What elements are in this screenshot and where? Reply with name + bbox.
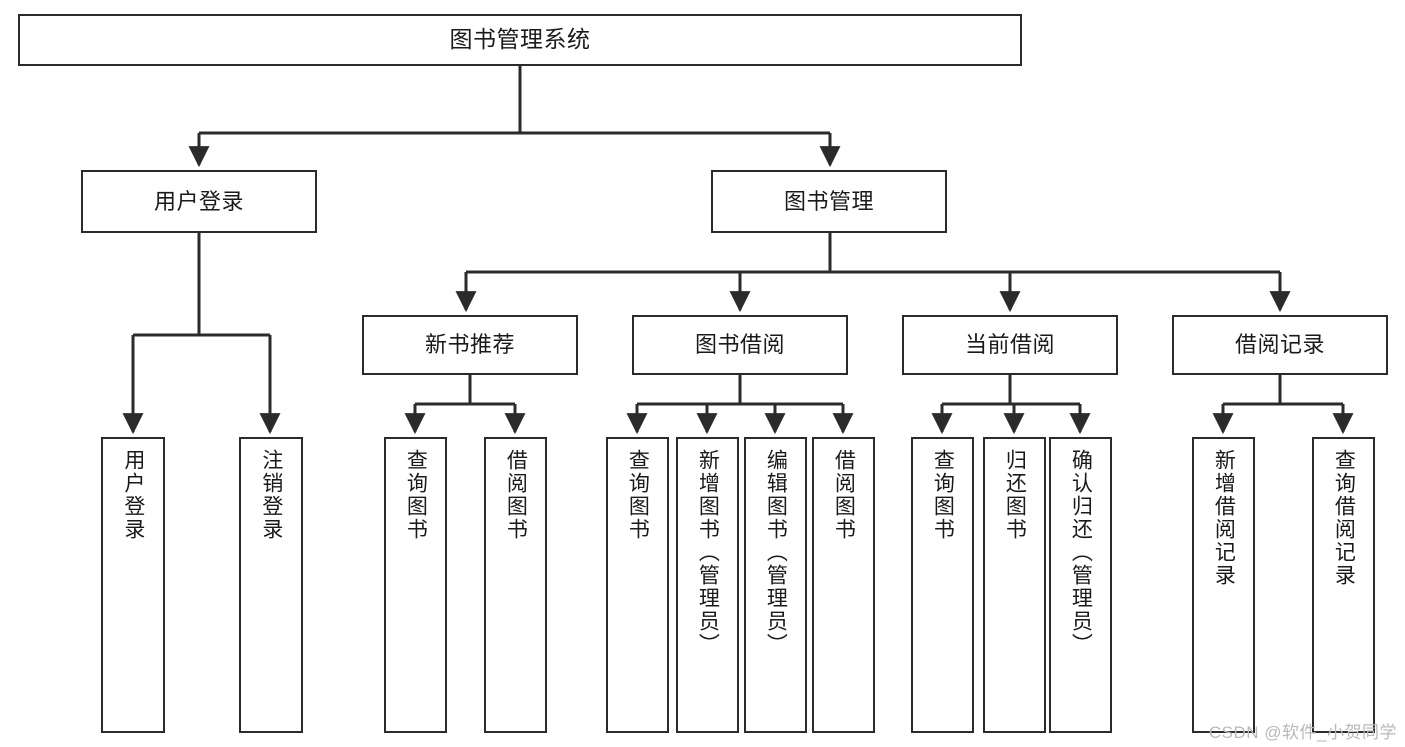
node-label: 确认归还（管理员） <box>1069 449 1093 656</box>
node-book-borrow[interactable]: 图书借阅 <box>632 315 848 375</box>
leaf-borrow-borrow-book[interactable]: 借阅图书 <box>812 437 875 733</box>
node-label: 图书管理 <box>783 188 874 214</box>
leaf-record-add-borrow-record[interactable]: 新增借阅记录 <box>1192 437 1255 733</box>
node-label: 新增图书（管理员） <box>696 449 720 656</box>
csdn-watermark: CSDN @软件_小贺同学 <box>1208 723 1397 742</box>
node-borrow-record[interactable]: 借阅记录 <box>1172 315 1388 375</box>
node-label: 用户登录 <box>153 188 244 214</box>
node-root-book-management-system[interactable]: 图书管理系统 <box>18 14 1022 66</box>
node-label: 查询图书 <box>626 449 650 541</box>
node-label: 图书管理系统 <box>449 26 591 53</box>
node-label: 查询图书 <box>931 449 955 541</box>
node-label: 借阅图书 <box>832 449 856 541</box>
leaf-logout[interactable]: 注销登录 <box>239 437 303 733</box>
leaf-borrow-add-book-admin[interactable]: 新增图书（管理员） <box>676 437 739 733</box>
node-new-book-recommend[interactable]: 新书推荐 <box>362 315 578 375</box>
node-current-borrow[interactable]: 当前借阅 <box>902 315 1118 375</box>
node-book-management[interactable]: 图书管理 <box>711 170 947 233</box>
node-label: 注销登录 <box>259 449 283 541</box>
leaf-borrow-query-book[interactable]: 查询图书 <box>606 437 669 733</box>
leaf-borrow-edit-book-admin[interactable]: 编辑图书（管理员） <box>744 437 807 733</box>
node-label: 归还图书 <box>1003 449 1027 541</box>
node-label: 新书推荐 <box>424 332 515 358</box>
node-label: 查询借阅记录 <box>1332 449 1356 587</box>
leaf-current-confirm-return-admin[interactable]: 确认归还（管理员） <box>1049 437 1112 733</box>
node-label: 编辑图书（管理员） <box>764 449 788 656</box>
leaf-current-return-book[interactable]: 归还图书 <box>983 437 1046 733</box>
node-label: 新增借阅记录 <box>1212 449 1236 587</box>
leaf-record-query-borrow-record[interactable]: 查询借阅记录 <box>1312 437 1375 733</box>
node-label: 借阅图书 <box>504 449 528 541</box>
node-label: 借阅记录 <box>1234 332 1325 358</box>
node-label: 图书借阅 <box>694 332 785 358</box>
node-user-login[interactable]: 用户登录 <box>81 170 317 233</box>
leaf-new-book-borrow-book[interactable]: 借阅图书 <box>484 437 547 733</box>
node-label: 查询图书 <box>404 449 428 541</box>
node-label: 当前借阅 <box>964 332 1055 358</box>
node-label: 用户登录 <box>121 449 145 541</box>
leaf-new-book-query-book[interactable]: 查询图书 <box>384 437 447 733</box>
leaf-user-login[interactable]: 用户登录 <box>101 437 165 733</box>
leaf-current-query-book[interactable]: 查询图书 <box>911 437 974 733</box>
